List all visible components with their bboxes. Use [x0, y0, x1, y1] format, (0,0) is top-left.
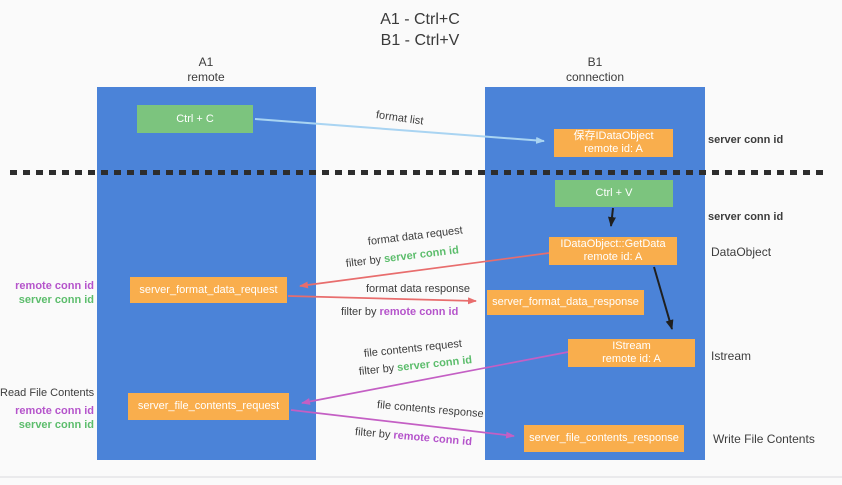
title-line-2: B1 - Ctrl+V: [380, 32, 460, 49]
remote-conn-id-text: remote conn id: [392, 429, 473, 449]
arrow-format-data-response: [287, 295, 477, 305]
file-response-label: server_file_contents_response: [529, 432, 679, 444]
node-ctrl-v: Ctrl + V: [555, 180, 673, 207]
lane-b-header: B1 connection: [535, 55, 655, 85]
lane-a-name: A1: [198, 55, 214, 69]
label-remote-conn-id-left-bottom: remote conn id: [15, 405, 94, 417]
label-istream: Istream: [711, 349, 752, 363]
node-server-format-data-request: server_format_data_request: [130, 277, 287, 303]
lane-b-name: B1: [587, 55, 603, 69]
node-save-dataobject: 保存IDataObject remote id: A: [554, 129, 673, 157]
label-server-conn-id-left-top: server conn id: [18, 294, 94, 306]
conn-id-stack-file: remote conn id server conn id: [0, 404, 94, 432]
node-ctrl-c: Ctrl + C: [137, 105, 253, 133]
file-request-label: server_file_contents_request: [137, 400, 280, 412]
istream-line2: remote id: A: [602, 353, 661, 365]
lane-a-header: A1 remote: [146, 55, 266, 85]
filter-by-text: filter by: [358, 362, 395, 378]
node-server-file-contents-response: server_file_contents_response: [524, 425, 684, 452]
title-line-1: A1 - Ctrl+C: [380, 11, 460, 28]
label-file-contents-response: file contents response: [376, 399, 485, 421]
label-remote-conn-id-left-top: remote conn id: [15, 280, 94, 292]
label-server-conn-id-right-mid: server conn id: [708, 211, 784, 223]
bottom-divider: [0, 476, 842, 478]
istream-line1: IStream: [612, 340, 651, 352]
node-istream: IStream remote id: A: [568, 339, 695, 367]
save-dataobject-line1: 保存IDataObject: [573, 130, 654, 142]
lane-a-role: remote: [187, 70, 225, 84]
filter-by-text: filter by: [341, 306, 377, 318]
node-idataobject-getdata: IDataObject::GetData remote id: A: [549, 237, 677, 265]
format-response-label: server_format_data_response: [492, 296, 639, 308]
getdata-line1: IDataObject::GetData: [560, 238, 666, 250]
label-format-list: format list: [375, 109, 425, 128]
diagram-title: A1 - Ctrl+C B1 - Ctrl+V: [330, 9, 510, 51]
label-dataobject: DataObject: [711, 245, 772, 259]
conn-id-stack-format: remote conn id server conn id: [0, 279, 94, 307]
label-format-data-response: format data response: [366, 283, 470, 295]
node-server-file-contents-request: server_file_contents_request: [128, 393, 289, 420]
server-conn-id-text: server conn id: [383, 244, 460, 266]
server-conn-id-text: server conn id: [396, 354, 473, 374]
lane-b-role: connection: [565, 70, 625, 84]
label-read-file-contents: Read File Contents: [0, 387, 95, 399]
filter-by-text: filter by: [345, 253, 382, 270]
save-dataobject-line2: remote id: A: [584, 143, 643, 155]
filter-by-text: filter by: [354, 426, 391, 442]
node-server-format-data-response: server_format_data_response: [487, 290, 644, 315]
label-write-file-contents: Write File Contents: [713, 432, 815, 446]
getdata-line2: remote id: A: [583, 251, 643, 263]
ctrl-c-label: Ctrl + C: [176, 112, 214, 125]
phase-separator-dashed-line: [10, 170, 824, 175]
remote-conn-id-text: remote conn id: [379, 306, 459, 318]
format-request-label: server_format_data_request: [139, 283, 278, 296]
ctrl-v-label: Ctrl + V: [595, 187, 633, 199]
label-server-conn-id-right-top: server conn id: [708, 134, 784, 146]
label-server-conn-id-left-bottom: server conn id: [18, 419, 94, 431]
